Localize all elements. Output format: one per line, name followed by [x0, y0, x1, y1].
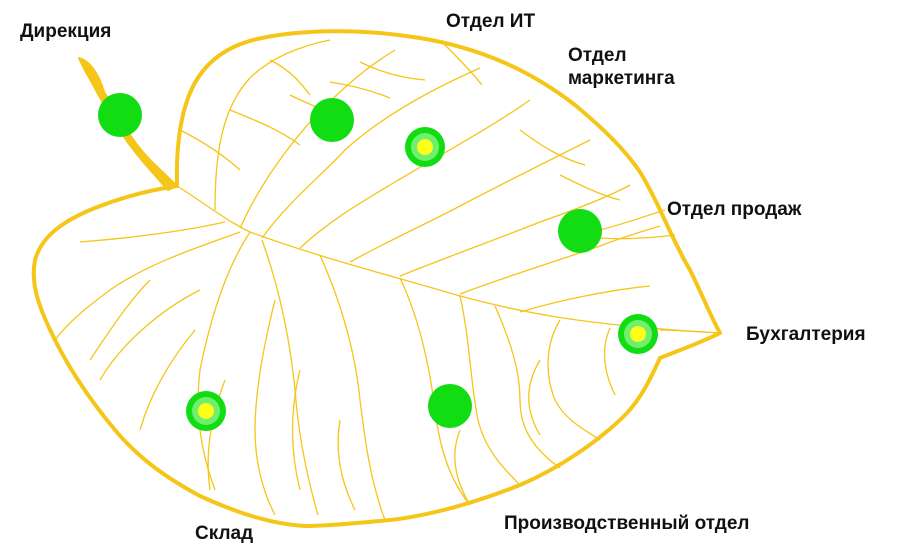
label-accounting: Бухгалтерия — [746, 324, 866, 345]
leaf-outline — [31, 29, 722, 528]
node-it — [310, 98, 354, 142]
label-direction: Дирекция — [20, 21, 112, 42]
label-sales: Отдел продаж — [667, 199, 802, 220]
label-warehouse: Склад — [195, 523, 254, 544]
leaf-veins — [54, 39, 721, 521]
node-production — [428, 384, 472, 428]
node-sales — [558, 209, 602, 253]
node-warehouse — [186, 391, 226, 431]
node-marketing — [405, 127, 445, 167]
label-marketing: Отдел маркетинга — [568, 45, 675, 89]
label-it: Отдел ИТ — [446, 11, 536, 32]
node-direction — [98, 93, 142, 137]
node-accounting — [618, 314, 658, 354]
label-production: Производственный отдел — [504, 513, 750, 534]
